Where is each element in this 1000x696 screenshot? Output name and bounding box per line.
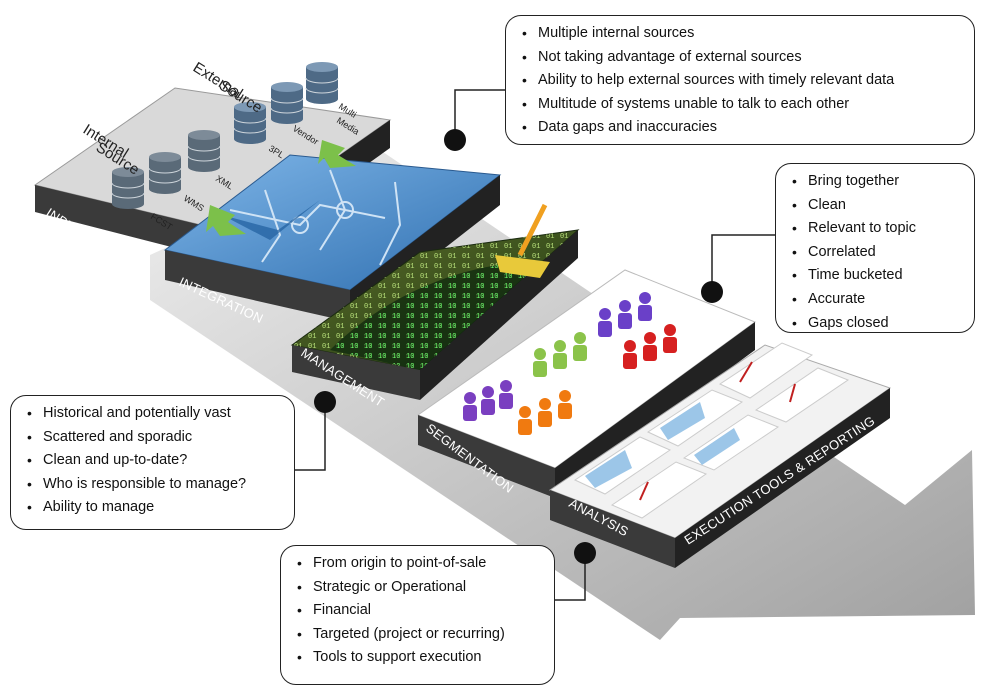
callout-management: Historical and potentially vast Scattere… (10, 395, 295, 530)
callout-item: Relevant to topic (790, 217, 964, 241)
green-arrow-icon (206, 140, 356, 236)
callout-item: Multiple internal sources (520, 22, 964, 46)
callout-item: Bring together (790, 170, 964, 194)
callout-input-sources: Multiple internal sources Not taking adv… (505, 15, 975, 145)
management-panel: MANAGEMENT (290, 203, 580, 410)
connector-lines (295, 89, 775, 601)
callout-item: Ability to help external sources with ti… (520, 69, 964, 93)
callout-item: Scattered and sporadic (25, 426, 284, 450)
callout-item: Who is responsible to manage? (25, 473, 284, 497)
database-icon (111, 62, 339, 209)
connector-dot (574, 542, 596, 564)
callout-item: Clean (790, 194, 964, 218)
callout-integration: Bring together Clean Relevant to topic C… (775, 163, 975, 336)
callout-item: Ability to manage (25, 496, 284, 520)
callout-analysis: From origin to point-of-sale Strategic o… (280, 545, 555, 685)
callout-item: Strategic or Operational (295, 576, 544, 600)
callout-item: Not taking advantage of external sources (520, 46, 964, 70)
callout-item: Historical and potentially vast (25, 402, 284, 426)
segmentation-panel: SEGMENTATION (416, 269, 757, 498)
puzzle-icon (229, 169, 402, 266)
callout-item: Time bucketed (790, 264, 964, 288)
dashboard-charts-icon (573, 342, 850, 519)
connector-dot (444, 129, 466, 151)
analysis-panel: ANALYSIS EXECUTION TOOLS & REPORTING (548, 342, 892, 568)
connector-dot (314, 391, 336, 413)
callout-item: Financial (295, 599, 544, 623)
callout-item: Targeted (project or recurring) (295, 623, 544, 647)
people-group-icon (463, 292, 677, 435)
callout-item: Multitude of systems unable to talk to e… (520, 93, 964, 117)
broom-icon (495, 203, 550, 278)
callout-item: Clean and up-to-date? (25, 449, 284, 473)
callout-item: Accurate (790, 288, 964, 312)
connector-dot (701, 281, 723, 303)
callout-item: From origin to point-of-sale (295, 552, 544, 576)
callout-item: Gaps closed (790, 312, 964, 336)
callout-item: Correlated (790, 241, 964, 265)
callout-item: Data gaps and inaccuracies (520, 116, 964, 140)
callout-item: Tools to support execution (295, 646, 544, 670)
